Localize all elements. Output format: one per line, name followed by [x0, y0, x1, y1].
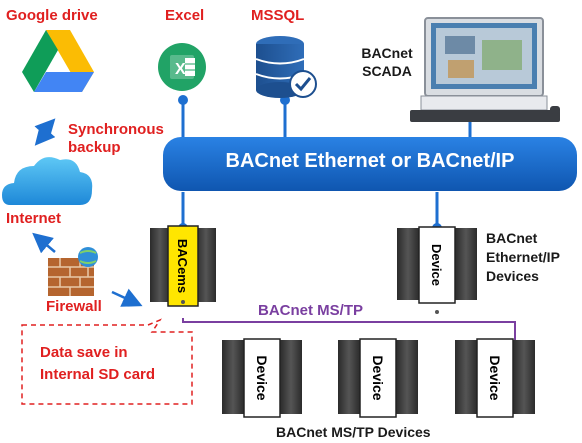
mssql-label: MSSQL — [251, 7, 305, 24]
ip-devices-label-line2: Ethernet/IP — [486, 249, 560, 265]
ip-devices-label-line3: Devices — [486, 268, 539, 284]
ip-device — [397, 226, 477, 314]
ip-device-label: Device — [429, 244, 444, 286]
firewall-icon — [48, 247, 98, 296]
scada-computer-icon — [410, 17, 560, 122]
mstp-device-3-label: Device — [487, 355, 503, 400]
mstp-line — [182, 318, 516, 343]
scada-label-line1: BACnet — [361, 45, 413, 61]
excel-icon: X — [158, 43, 206, 91]
bacems-label: BACems — [175, 239, 190, 293]
sync-label-line2: backup — [68, 139, 121, 156]
firewall-label: Firewall — [46, 298, 102, 315]
excel-label: Excel — [165, 7, 205, 24]
database-icon — [255, 36, 317, 98]
google-drive-label: Google drive — [6, 7, 98, 24]
sd-label-line2: Internal SD card — [40, 366, 156, 383]
sd-label-line1: Data save in — [40, 344, 128, 361]
internet-label: Internet — [6, 210, 62, 227]
mstp-devices-label: BACnet MS/TP Devices — [276, 424, 431, 440]
ip-devices-label-line1: BACnet — [486, 230, 538, 246]
bacems-controller — [150, 225, 216, 307]
svg-text:X: X — [175, 61, 186, 78]
bacnet-bus-bar — [163, 137, 577, 191]
mstp-device-2 — [338, 338, 418, 418]
google-drive-icon — [22, 30, 94, 92]
mstp-device-3 — [455, 338, 535, 418]
scada-label-line2: SCADA — [362, 63, 412, 79]
mstp-device-1 — [222, 338, 302, 418]
bus-label: BACnet Ethernet or BACnet/IP — [225, 150, 515, 172]
network-arrows — [32, 232, 143, 307]
mstp-device-2-label: Device — [370, 355, 386, 400]
cloud-icon — [2, 157, 93, 205]
sync-label-line1: Synchronous — [68, 121, 164, 138]
sd-callout-box — [21, 318, 193, 405]
mstp-label: BACnet MS/TP — [258, 302, 363, 319]
sync-arrows — [34, 118, 56, 146]
mstp-device-1-label: Device — [254, 355, 270, 400]
